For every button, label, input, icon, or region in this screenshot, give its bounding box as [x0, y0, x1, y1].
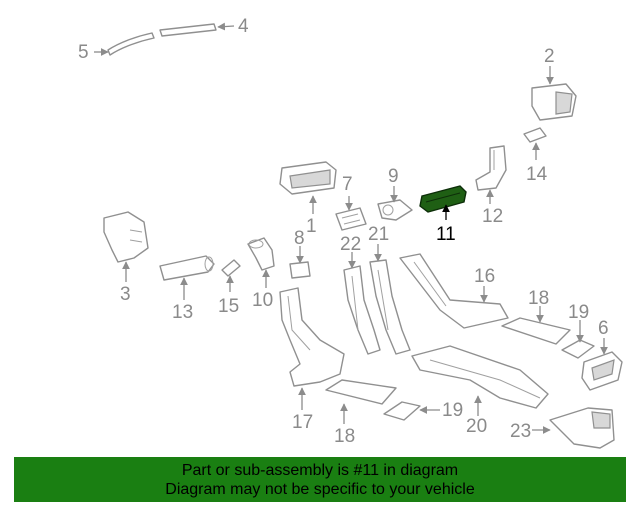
part-vent-outlet-2[interactable] [531, 83, 577, 121]
callout-2[interactable]: 2 [544, 46, 555, 67]
part-defroster-strip-right[interactable] [159, 23, 217, 37]
banner-line-part: Part or sub-assembly is #11 in diagram [181, 462, 459, 479]
part-duct-piece-8[interactable] [289, 261, 311, 279]
callout-13[interactable]: 13 [172, 302, 193, 323]
part-panel-18-upper[interactable] [501, 317, 571, 345]
callout-17[interactable]: 17 [292, 412, 313, 433]
part-rear-outlet-23[interactable] [549, 407, 615, 449]
callout-19-lower[interactable]: 19 [442, 400, 463, 421]
part-clip-14[interactable] [523, 127, 547, 143]
part-rear-duct-22[interactable] [411, 345, 549, 409]
callout-18-upper[interactable]: 18 [528, 288, 549, 309]
callout-16[interactable]: 16 [474, 266, 495, 287]
callout-23[interactable]: 23 [510, 421, 531, 442]
callout-3[interactable]: 3 [120, 284, 131, 305]
part-elbow-duct-10[interactable] [247, 237, 275, 271]
part-center-vent-1[interactable] [279, 161, 337, 195]
part-floor-duct-17[interactable] [279, 287, 345, 387]
part-duct-11-highlighted[interactable] [419, 185, 467, 213]
part-pad-19-lower[interactable] [383, 401, 421, 421]
callout-15[interactable]: 15 [218, 296, 239, 317]
callout-1[interactable]: 1 [306, 216, 317, 237]
exploded-parts-diagram: 5 4 2 14 12 1 7 9 11 3 13 15 10 8 22 21 … [78, 16, 623, 449]
callout-11[interactable]: 11 [436, 224, 456, 245]
callout-22[interactable]: 20 [466, 416, 487, 437]
part-bracket-7[interactable] [335, 207, 367, 231]
part-side-vent-6[interactable] [581, 351, 623, 391]
callout-5[interactable]: 5 [78, 42, 89, 63]
callout-18-lower[interactable]: 18 [334, 426, 355, 447]
callout-21[interactable]: 22 [340, 234, 361, 255]
callout-19-upper[interactable]: 19 [568, 302, 589, 323]
callout-9[interactable]: 9 [388, 166, 399, 187]
callout-14[interactable]: 14 [526, 164, 548, 185]
banner-line-disclaimer: Diagram may not be specific to your vehi… [165, 481, 475, 498]
info-banner: Part or sub-assembly is #11 in diagram D… [14, 457, 626, 502]
part-pad-19-upper[interactable] [561, 339, 595, 359]
part-side-vent-3[interactable] [103, 211, 149, 263]
callout-8[interactable]: 8 [294, 228, 305, 249]
callout-12[interactable]: 12 [482, 206, 503, 227]
part-vertical-duct-21[interactable] [343, 265, 381, 355]
part-collar-9[interactable] [377, 199, 413, 221]
callout-4[interactable]: 4 [238, 16, 249, 37]
part-duct-elbow-12[interactable] [475, 145, 507, 191]
part-vertical-duct-20[interactable] [369, 259, 411, 355]
part-long-duct-16[interactable] [399, 253, 509, 329]
part-clip-15[interactable] [221, 259, 241, 277]
callout-20[interactable]: 21 [368, 224, 389, 245]
part-duct-tube-13[interactable] [159, 255, 215, 281]
callout-7[interactable]: 7 [342, 174, 353, 195]
callout-10[interactable]: 10 [252, 290, 273, 311]
part-panel-18-lower[interactable] [325, 379, 397, 405]
leader-lines [94, 22, 608, 434]
part-defroster-strip-left[interactable] [107, 32, 155, 56]
callout-6[interactable]: 6 [598, 318, 609, 339]
